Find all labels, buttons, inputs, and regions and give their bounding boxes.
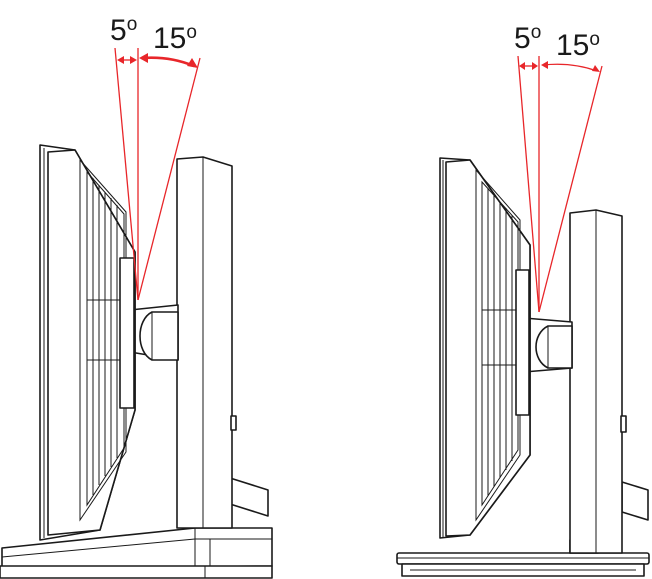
left-arrow-15-right xyxy=(187,58,198,68)
left-stand-column xyxy=(176,156,237,529)
right-tilt-ray-forward xyxy=(538,65,603,313)
right-stand-foot xyxy=(621,481,649,521)
right-base-plate xyxy=(396,539,650,577)
right-tilt-indicator xyxy=(517,55,603,313)
left-hinge xyxy=(129,304,179,361)
right-stand-column xyxy=(569,209,627,554)
left-degree-15: o xyxy=(186,22,197,43)
left-tilt-ray-forward xyxy=(137,57,201,301)
svg-text:15o: 15o xyxy=(556,29,600,62)
right-label-5: 5 xyxy=(514,22,531,55)
right-arrow-15-left xyxy=(541,61,548,69)
left-degree-5: o xyxy=(127,14,138,35)
left-figure: 5o 15o xyxy=(0,14,273,579)
right-label-15: 15 xyxy=(556,29,589,62)
right-figure: 5o 15o xyxy=(396,22,650,577)
left-label-5: 5 xyxy=(110,14,127,47)
left-tilt-indicator xyxy=(114,47,201,301)
right-arrow-5-right xyxy=(532,62,538,70)
left-stand-foot xyxy=(229,477,269,517)
right-tilt-ray-back xyxy=(517,55,540,313)
right-degree-5: o xyxy=(531,22,542,43)
left-monitor-panel xyxy=(39,144,136,541)
svg-text:5o: 5o xyxy=(514,22,541,55)
right-arrow-5-left xyxy=(519,62,525,70)
right-hinge xyxy=(523,317,573,373)
left-arrow-5-left xyxy=(117,56,124,64)
right-monitor-panel xyxy=(439,157,531,539)
svg-text:15o: 15o xyxy=(153,22,197,55)
right-degree-15: o xyxy=(589,29,600,50)
right-arrow-15-right xyxy=(592,65,600,72)
left-arrow-15-left xyxy=(139,53,148,63)
left-arrow-5-right xyxy=(130,56,137,64)
left-label-15: 15 xyxy=(153,22,186,55)
left-base-plate xyxy=(0,527,273,579)
svg-text:5o: 5o xyxy=(110,14,137,47)
left-tilt-ray-back xyxy=(114,47,139,301)
